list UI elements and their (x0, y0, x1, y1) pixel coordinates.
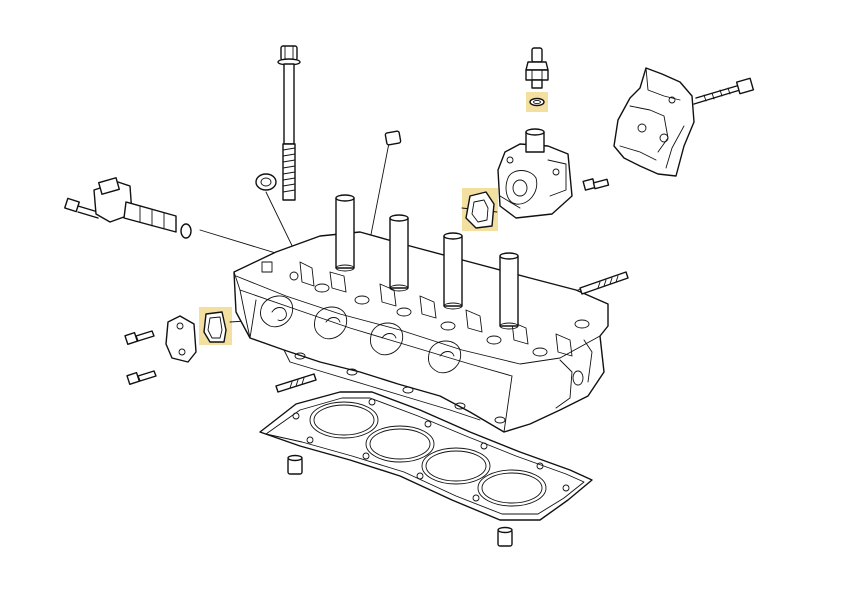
dowel-pin-left (287, 454, 303, 475)
side-cover-bolt-upper (124, 330, 155, 346)
bracket-bolt (693, 77, 755, 105)
cylinder-head-bolt (277, 45, 301, 201)
filter-screen-upper (465, 191, 495, 229)
cylinder-head-gasket (259, 391, 593, 521)
cylinder-head (233, 231, 609, 433)
dowel-pin-right (497, 526, 513, 547)
spark-plug-tube-1 (335, 194, 355, 272)
oil-pressure-switch (525, 47, 549, 89)
spark-plug-tube-3 (443, 232, 463, 310)
side-cover (165, 315, 197, 363)
vtc-solenoid (64, 177, 192, 239)
side-cover-bolt-lower (126, 370, 157, 386)
stud-bolt-left (275, 373, 317, 393)
spark-plug-tube-4 (499, 252, 519, 330)
engine-bracket (613, 67, 695, 177)
vtc-spool-valve (497, 128, 573, 219)
spark-plug-tube-2 (389, 214, 409, 292)
dowel-sleeve (384, 130, 402, 146)
sealing-cap (255, 173, 277, 191)
upper-o-ring (529, 97, 545, 107)
filter-screen-lower (203, 311, 227, 343)
spool-valve-bolt (582, 178, 610, 191)
stud-bolt-right (579, 271, 629, 295)
